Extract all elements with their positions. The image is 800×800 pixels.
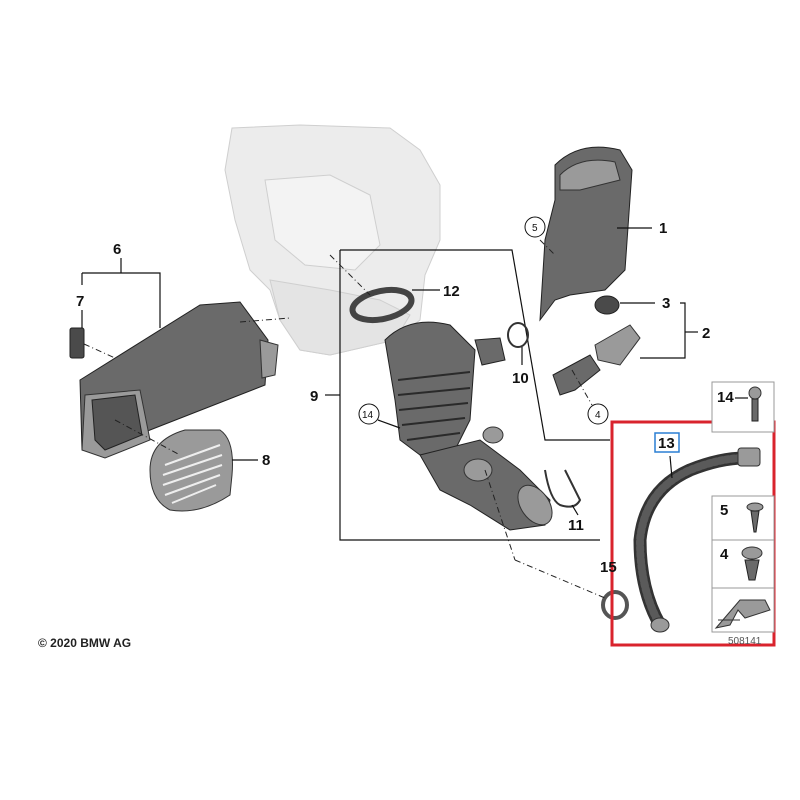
svg-text:14: 14 (362, 410, 374, 421)
o-ring-part-15[interactable] (601, 590, 629, 620)
copyright-text: © 2020 BMW AG (38, 636, 132, 650)
label-part-8[interactable]: 8 (262, 452, 270, 469)
label-part-6[interactable]: 6 (113, 241, 121, 258)
legend-table: 14 5 4 (711, 381, 775, 633)
rivet-icon (741, 546, 763, 581)
label-part-2[interactable]: 2 (702, 325, 710, 342)
label-part-1[interactable]: 1 (659, 220, 667, 237)
grommet-part-3[interactable] (594, 295, 620, 315)
connection-lines (83, 239, 606, 599)
grille-part-8[interactable] (149, 429, 233, 512)
label-part-7[interactable]: 7 (76, 293, 84, 310)
bolt-icon (748, 386, 762, 422)
selected-part-13-label[interactable]: 13 (654, 432, 680, 453)
clip-part-7[interactable] (69, 327, 85, 359)
legend-label-14: 14 (717, 389, 734, 406)
o-ring-part-10[interactable] (507, 322, 529, 348)
circled-label-4[interactable]: 4 (587, 403, 609, 425)
resonator-part-1[interactable] (539, 146, 633, 322)
label-part-12[interactable]: 12 (443, 283, 460, 300)
svg-text:4: 4 (595, 410, 601, 421)
screw-icon (746, 502, 764, 533)
circled-label-5[interactable]: 5 (524, 216, 546, 238)
svg-text:5: 5 (532, 223, 538, 234)
label-part-13: 13 (658, 435, 675, 452)
intake-duct-part-6[interactable] (79, 301, 279, 459)
label-part-9[interactable]: 9 (310, 388, 318, 405)
label-part-15[interactable]: 15 (600, 559, 617, 576)
clamp-ring-part-12[interactable] (349, 285, 415, 325)
bracket-part-2[interactable] (552, 324, 641, 396)
label-part-10[interactable]: 10 (512, 370, 529, 387)
circled-label-14[interactable]: 14 (358, 403, 380, 425)
assembly-frame-part-9 (325, 249, 610, 541)
label-part-3[interactable]: 3 (662, 295, 670, 312)
legend-label-4: 4 (720, 546, 729, 563)
vent-hose-part-13[interactable] (633, 447, 761, 633)
legend-label-5: 5 (720, 502, 728, 519)
leader-lines (81, 227, 748, 516)
wire-bracket-part-11[interactable] (544, 469, 582, 508)
bellows-intake-pipe[interactable] (384, 321, 559, 531)
drawing-number: 508141 (728, 636, 762, 647)
arrow-icon (714, 599, 771, 629)
label-part-11[interactable]: 11 (568, 517, 584, 534)
